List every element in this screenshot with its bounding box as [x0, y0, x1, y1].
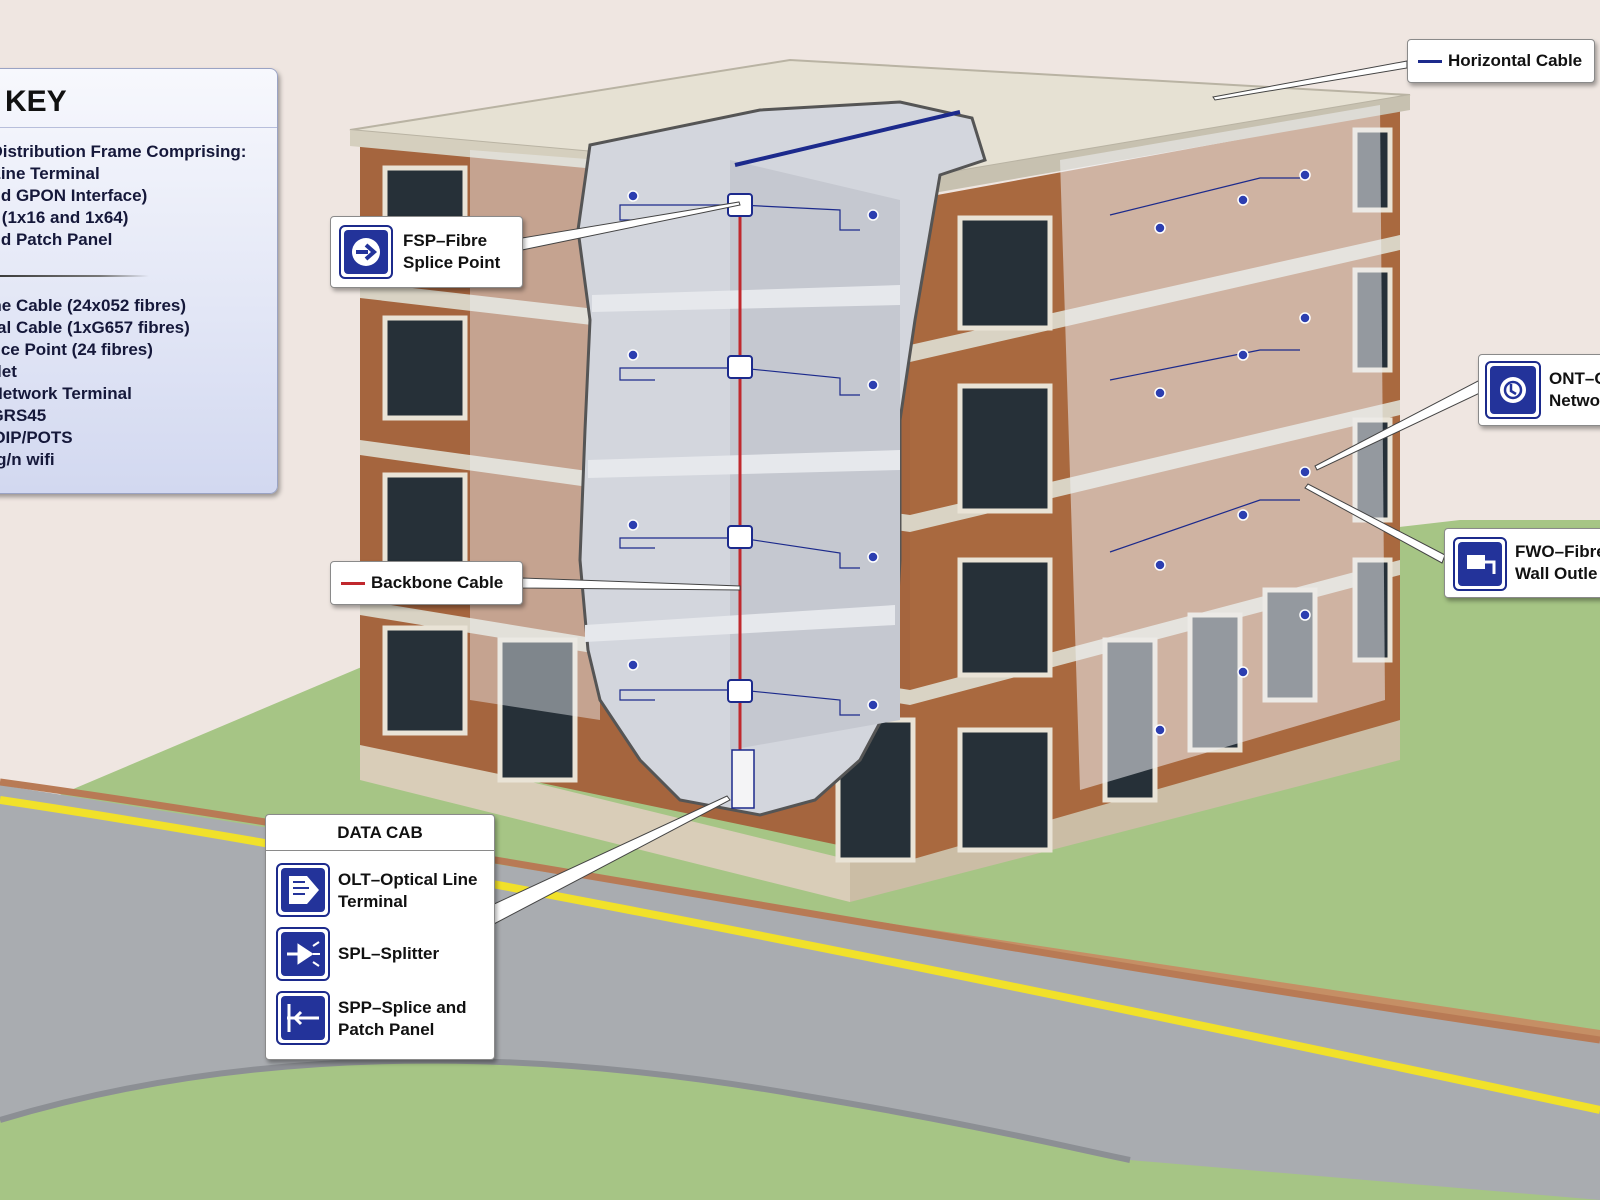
road-centre-line [0, 796, 1600, 1114]
fwo-label-line1: FWO–Fibre [1515, 542, 1600, 561]
splice-patch-panel-icon [276, 991, 330, 1045]
key-line: VOIP/POTS [0, 428, 73, 447]
key-line: plice Point (24 fibres) [0, 340, 153, 359]
road-edge-far [0, 778, 1600, 1044]
olt-label-line1: OLT–Optical Line [338, 870, 478, 889]
fsp-callout: FSP–Fibre Splice Point [330, 216, 523, 288]
wall-outlet-icon [1453, 537, 1507, 591]
key-line: and GPON Interface) [0, 186, 148, 205]
horizontal-cable-swatch [1418, 60, 1442, 63]
key-line: l Distribution Frame Comprising: [0, 142, 247, 161]
key-title-divider [0, 127, 277, 128]
building-plinth-side [850, 720, 1400, 902]
leader-lines [491, 60, 1483, 926]
interior-haze-right [1060, 105, 1385, 790]
key-line: /IGRS45 [0, 406, 47, 425]
road-edge-near [0, 1057, 1131, 1163]
key-line: and Patch Panel [0, 230, 113, 249]
key-line: rs (1x16 and 1x64) [0, 208, 129, 227]
splitter-icon [276, 927, 330, 981]
fsp-label-line2: Splice Point [403, 253, 501, 272]
building-plinth [360, 740, 850, 902]
windows-left [382, 165, 916, 863]
network-terminal-icon [1485, 361, 1541, 419]
floor-cable-runs [619, 177, 1300, 716]
data-cab-box [731, 749, 755, 809]
horizontal-cable-callout: Horizontal Cable [1407, 39, 1595, 83]
olt-label-line2: Terminal [338, 892, 408, 911]
ont-label-line1: ONT–O [1549, 369, 1600, 388]
backbone-cable-label: Backbone Cable [371, 573, 504, 592]
ont-callout: ONT–O Netwo [1478, 354, 1600, 426]
spp-label-line1: SPP–Splice and [338, 998, 467, 1017]
spp-label-line2: Patch Panel [338, 1020, 435, 1039]
key-line: one Cable (24x052 fibres) [0, 296, 187, 315]
data-cab-callout: DATA CAB OLT–Optical Line Terminal SPL–S… [265, 814, 495, 1060]
spl-label-line1: SPL–Splitter [338, 944, 440, 963]
splice-point-icon [339, 225, 393, 279]
data-cab-title: DATA CAB [266, 815, 494, 851]
fsp-label-line1: FSP–Fibre [403, 231, 488, 250]
key-title: KEY [5, 85, 67, 118]
fwo-label-line2: Wall Outle [1515, 564, 1598, 583]
key-line: l Network Terminal [0, 384, 132, 403]
key-line: ntal Cable (1xG657 fibres) [0, 318, 190, 337]
backbone-cable-swatch [341, 582, 365, 585]
backbone-cable-callout: Backbone Cable [330, 561, 523, 605]
ont-label-line2: Netwo [1549, 391, 1600, 410]
horizontal-cable-label: Horizontal Cable [1448, 51, 1583, 70]
key-panel: KEY l Distribution Frame Comprising: l L… [0, 68, 278, 494]
key-line: b/g/n wifi [0, 450, 55, 469]
key-divider [0, 275, 149, 277]
key-line: l Line Terminal [0, 164, 100, 183]
optical-line-terminal-icon [276, 863, 330, 917]
key-line: utlet [0, 362, 17, 381]
horizontal-cable-run [734, 110, 961, 167]
fwo-callout: FWO–Fibre Wall Outle [1444, 528, 1600, 598]
fsp-nodes [727, 193, 753, 703]
outlet-markers [627, 169, 1311, 736]
